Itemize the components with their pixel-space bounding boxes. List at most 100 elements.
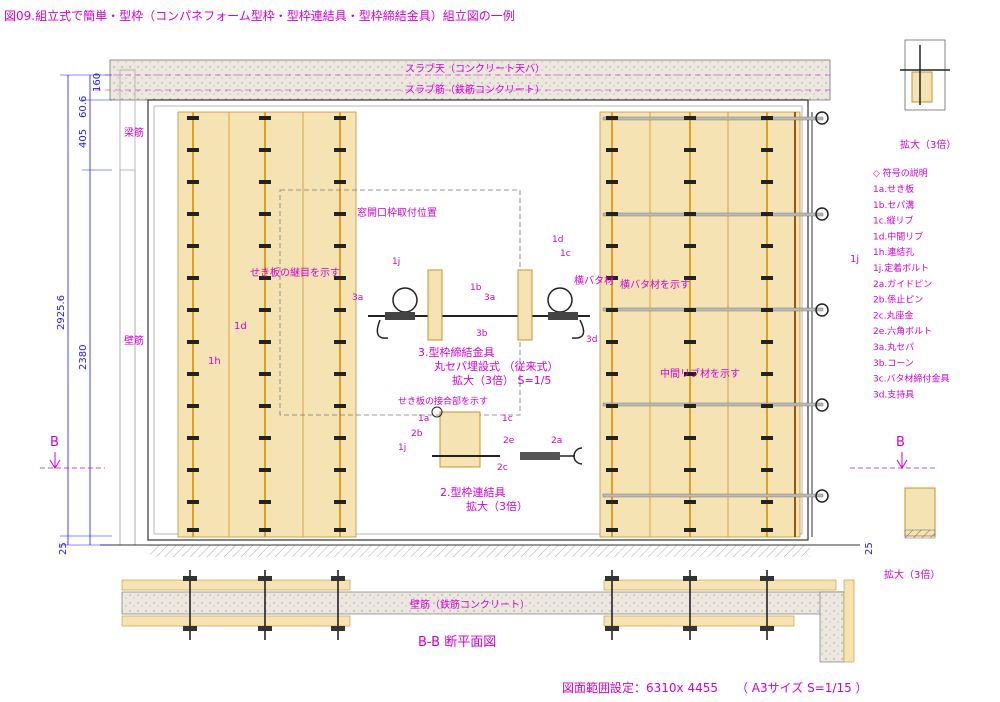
detail-2-tag-2a: 2a [551,436,562,446]
tie-marker [606,276,618,280]
tie-marker [187,404,199,408]
section-tie-markers [183,570,774,640]
tie-marker [259,436,271,440]
tie-marker [606,528,618,532]
clamp-marker [815,398,829,412]
section-tie-head [331,576,345,581]
tie-marker [259,212,271,216]
beam-rebar-label: 梁筋 [124,126,144,139]
horizontal-battens [602,116,824,498]
tie-marker [761,372,773,376]
dim-25-left: 25 [58,542,69,555]
detail-3-tag-1b: 1b [470,283,482,293]
enlarge-detail-top [900,39,950,111]
tie-marker [259,500,271,504]
section-tie-head [605,576,619,581]
tie-marker [684,148,696,152]
section-plan [121,579,855,663]
tie-marker [684,468,696,472]
tie-marker [334,180,346,184]
tie-marker [259,404,271,408]
dim-160: 160 [92,73,103,92]
tie-marker [187,212,199,216]
legend-heading: ◇ 符号の説明 [873,167,928,179]
tie-marker [606,404,618,408]
tie-marker [684,340,696,344]
tie-marker [187,276,199,280]
section-tie-head [760,576,774,581]
tie-marker [761,340,773,344]
section-tie-head [605,626,619,631]
detail-2-drawing [431,406,583,468]
tie-marker [187,244,199,248]
clamp-marker [815,111,829,125]
tie-marker [334,404,346,408]
detail-3-tag-3b: 3b [476,329,488,339]
tie-marker [187,436,199,440]
section-wall-rebar-label: 壁筋（鉄筋コンクリート） [410,598,530,611]
tie-marker [334,468,346,472]
tie-marker [259,468,271,472]
tie-marker [259,116,271,120]
dim-2925-6: 2925.6 [56,295,67,330]
tie-marker [187,116,199,120]
section-tie-head [683,626,697,631]
tie-marker [259,340,271,344]
horizontal-batten-label: 横バタ材 [574,274,614,287]
tie-marker [334,308,346,312]
tie-marker [187,148,199,152]
section-b-markers [40,452,935,469]
drawing-title: 図09.組立式で簡単・型枠（コンパネフォーム型枠・型枠連結具・型枠締結金具）組立… [4,8,515,23]
legend-item: 1h.連結孔 [873,246,914,258]
legend-item: 1b.セパ溝 [873,199,914,211]
window-opening-label: 窓開口枠取付位置 [357,206,437,219]
tie-marker [606,436,618,440]
tie-marker [761,308,773,312]
tie-marker [187,468,199,472]
tie-marker [259,276,271,280]
detail-2-line2: 拡大（3倍） [466,499,528,513]
detail-3-tag-1d: 1d [552,235,563,245]
left-formwork [177,111,357,538]
detail-2-tag-1a: 1a [418,414,429,424]
slab [95,59,831,171]
detail-3-tag-3a-left: 3a [352,293,363,303]
section-b-left: B [50,435,59,450]
tie-marker [761,528,773,532]
lateral-batten-label: 横バタ材を示す [620,278,690,291]
legend-item: 1j.定着ボルト [873,262,929,274]
tie-marker [684,308,696,312]
panel-joint-part-label: せき板の接合部を示す [398,395,488,407]
ground-hatch [100,544,860,557]
tie-marker [187,372,199,376]
tie-marker [606,372,618,376]
detail-2-tag-1j: 1j [398,443,406,453]
tie-marker [334,340,346,344]
legend-item: 2e.六角ボルト [873,325,932,337]
tie-marker [761,244,773,248]
section-tie-head [760,626,774,631]
tie-marker [684,244,696,248]
tie-marker [606,180,618,184]
tie-marker [684,436,696,440]
tie-marker [684,180,696,184]
tie-marker [187,180,199,184]
legend-item: 3d.支持具 [873,388,914,400]
section-plan-title: B-B 断平面図 [418,635,496,650]
clamp-marker [815,489,829,503]
slab-rebar-label: スラブ筋（鉄筋コンクリート） [405,83,545,96]
dim-60-6: 60.6 [78,96,89,118]
right-formwork [599,111,813,538]
tie-marker [684,372,696,376]
detail-3-line1: 3.型枠締結金具 [418,345,495,359]
legend-item: 1c.縦リブ [873,215,914,227]
legend-list: 1a.せき板1b.セパ溝1c.縦リブ1d.中間リブ1h.連結孔1j.定着ボルト2… [873,183,950,400]
drawing-range-setting: 図面範囲設定：6310x 4455 （ A3サイズ S=1/15 ） [562,680,868,695]
tie-marker [259,148,271,152]
tie-marker [761,276,773,280]
tie-marker [187,528,199,532]
tie-markers-left [187,116,346,532]
section-tie-head [183,576,197,581]
dim-405: 405 [78,129,89,148]
